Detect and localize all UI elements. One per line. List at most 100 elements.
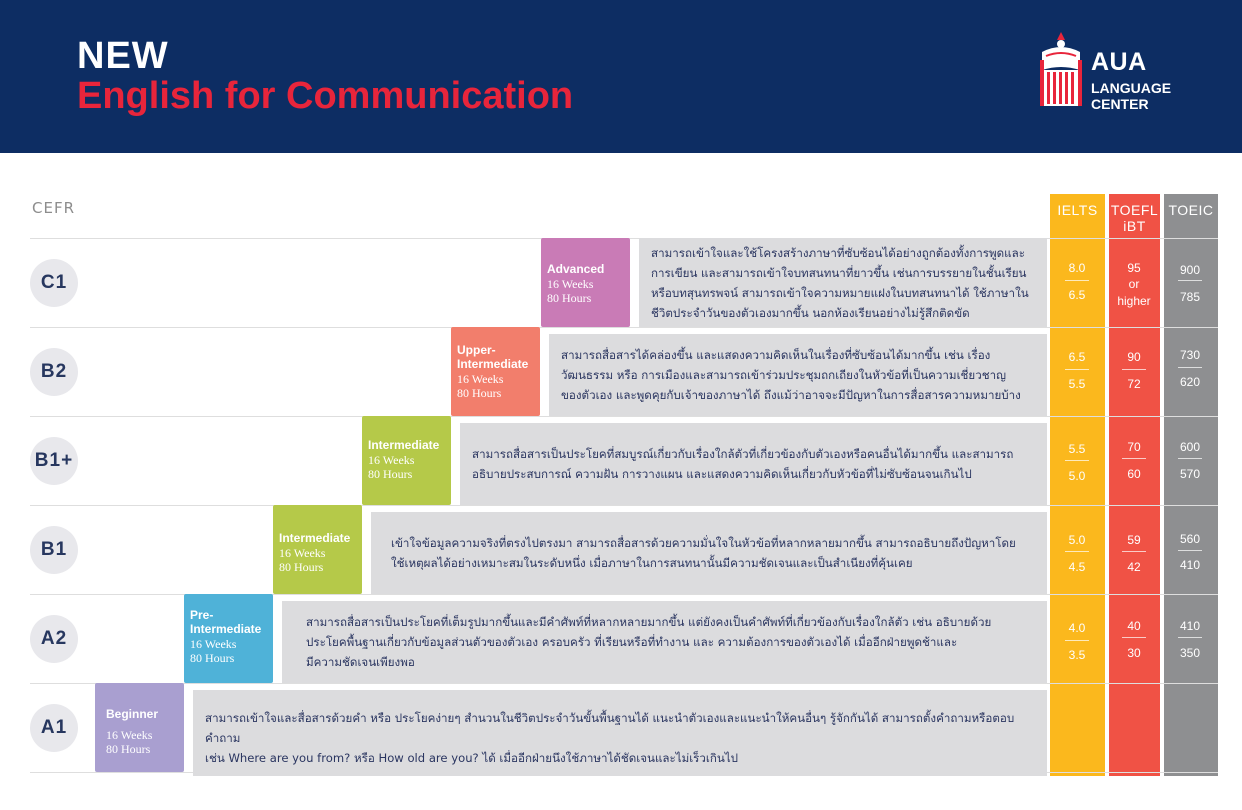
score-divider bbox=[1178, 637, 1202, 638]
score-divider bbox=[1178, 280, 1202, 281]
score-divider bbox=[1122, 369, 1146, 370]
desc-line: ประโยคพื้นฐานเกี่ยวกับข้อมูลส่วนตัวของตั… bbox=[306, 635, 958, 649]
toefl-score-or: or bbox=[1128, 277, 1140, 291]
desc-line: มีความชัดเจนเพียงพอ bbox=[306, 655, 415, 669]
course-weeks: 16 Weeks bbox=[457, 372, 504, 386]
toefl-score-high: 40 bbox=[1127, 619, 1141, 633]
crest-icon bbox=[1040, 32, 1082, 106]
desc-line: สามารถสื่อสารเป็นประโยคที่สมบูรณ์เกี่ยวก… bbox=[472, 447, 1014, 461]
toefl-score-high: 95 bbox=[1127, 261, 1141, 275]
toefl-score-low: 60 bbox=[1127, 467, 1141, 481]
desc-line: หรือบทสุนทรพจน์ สามารถเข้าใจความหมายแฝงใ… bbox=[651, 285, 1029, 300]
course-hours: 80 Hours bbox=[190, 651, 235, 665]
desc-line: สามารถสื่อสารเป็นประโยคที่เต็มรูปมากขึ้น… bbox=[306, 615, 992, 629]
toeic-score-low: 620 bbox=[1179, 375, 1201, 389]
ielts-score-low: 5.5 bbox=[1068, 377, 1086, 391]
ielts-score-low: 3.5 bbox=[1068, 648, 1086, 662]
course-name: Intermediate bbox=[368, 438, 440, 452]
cefr-level-b1: B1 bbox=[30, 526, 78, 574]
course-weeks: 16 Weeks bbox=[190, 637, 237, 651]
desc-line: การเขียน และสามารถเข้าใจบทสนทนาที่ยาวขึ้… bbox=[651, 265, 1027, 280]
ielts-score-low: 6.5 bbox=[1068, 288, 1086, 302]
score-divider bbox=[1065, 640, 1089, 641]
toefl-score-high: 59 bbox=[1127, 533, 1141, 547]
score-divider bbox=[1065, 280, 1089, 281]
toeic-score-low: 410 bbox=[1179, 558, 1201, 572]
header-banner: NEW English for Communication AUA LANGUA… bbox=[0, 0, 1242, 153]
course-pre-intermediate[interactable]: Pre-Intermediate 16 Weeks 80 Hours bbox=[184, 594, 273, 683]
course-hours: 80 Hours bbox=[457, 386, 502, 400]
toefl-score-high: 90 bbox=[1127, 350, 1141, 364]
toefl-heading-line2: iBT bbox=[1123, 218, 1146, 234]
level-description-c1: สามารถเข้าใจและใช้โครงสร้างภาษาที่ซับซ้อ… bbox=[639, 238, 1047, 327]
cefr-level-b1plus: B1+ bbox=[30, 437, 78, 485]
toefl-score-low: 42 bbox=[1127, 560, 1141, 574]
course-intermediate-b1plus[interactable]: Intermediate 16 Weeks 80 Hours bbox=[362, 416, 451, 505]
score-divider bbox=[1065, 369, 1089, 370]
logo-sub-line2: CENTER bbox=[1091, 96, 1149, 112]
cefr-level-a2: A2 bbox=[30, 615, 78, 663]
course-name: Upper-Intermediate bbox=[457, 343, 529, 371]
course-weeks: 16 Weeks bbox=[547, 277, 594, 291]
course-intermediate-b1[interactable]: Intermediate 16 Weeks 80 Hours bbox=[273, 505, 362, 594]
toefl-score-low: 30 bbox=[1127, 646, 1141, 660]
desc-line: สามารถเข้าใจและใช้โครงสร้างภาษาที่ซับซ้อ… bbox=[651, 245, 1025, 260]
toeic-score-high: 560 bbox=[1179, 532, 1201, 546]
level-description-b1: เข้าใจข้อมูลความจริงที่ตรงไปตรงมา สามารถ… bbox=[371, 512, 1047, 594]
score-divider bbox=[1178, 367, 1202, 368]
course-weeks: 16 Weeks bbox=[106, 728, 153, 742]
course-name: Intermediate bbox=[279, 531, 351, 545]
level-description-a2: สามารถสื่อสารเป็นประโยคที่เต็มรูปมากขึ้น… bbox=[282, 601, 1047, 683]
desc-line: ของตัวเอง และพูดคุยกับเจ้าของภาษาได้ ถึง… bbox=[561, 388, 1021, 402]
level-description-b1plus: สามารถสื่อสารเป็นประโยคที่สมบูรณ์เกี่ยวก… bbox=[460, 423, 1047, 505]
score-divider bbox=[1122, 458, 1146, 459]
course-beginner[interactable]: Beginner 16 Weeks 80 Hours bbox=[95, 683, 184, 772]
cefr-level-b2: B2 bbox=[30, 348, 78, 396]
toeic-heading: TOEIC bbox=[1164, 194, 1218, 238]
level-description-a1: สามารถเข้าใจและสื่อสารด้วยคำ หรือ ประโยค… bbox=[193, 690, 1047, 776]
desc-line: วัฒนธรรม หรือ การเมืองและสามารถเข้าร่วมป… bbox=[561, 368, 1006, 382]
ielts-score-high: 6.5 bbox=[1068, 350, 1086, 364]
desc-line: อธิบายประสบการณ์ ความฝัน การวางแผน และแส… bbox=[472, 467, 972, 481]
row-divider bbox=[30, 416, 1218, 417]
cefr-level-a1: A1 bbox=[30, 704, 78, 752]
toeic-score-low: 785 bbox=[1179, 290, 1201, 304]
ielts-heading: IELTS bbox=[1050, 194, 1105, 238]
toeic-score-high: 730 bbox=[1179, 348, 1201, 362]
course-upper-intermediate[interactable]: Upper-Intermediate 16 Weeks 80 Hours bbox=[451, 327, 540, 416]
ielts-score-low: 5.0 bbox=[1068, 469, 1086, 483]
desc-line: เช่น Where are you from? หรือ How old ar… bbox=[205, 751, 739, 765]
course-weeks: 16 Weeks bbox=[279, 546, 326, 560]
cefr-level-c1: C1 bbox=[30, 259, 78, 307]
course-name: Beginner bbox=[106, 707, 159, 721]
row-divider bbox=[30, 594, 1218, 595]
toefl-score-high: 70 bbox=[1127, 440, 1141, 454]
course-weeks: 16 Weeks bbox=[368, 453, 415, 467]
ielts-score-high: 5.0 bbox=[1068, 533, 1086, 547]
logo-name: AUA bbox=[1091, 48, 1147, 76]
score-divider bbox=[1122, 551, 1146, 552]
desc-line: สามารถเข้าใจและสื่อสารด้วยคำ หรือ ประโยค… bbox=[205, 711, 1015, 745]
score-divider bbox=[1122, 637, 1146, 638]
score-divider bbox=[1065, 551, 1089, 552]
ielts-score-high: 4.0 bbox=[1068, 621, 1086, 635]
cefr-heading: CEFR bbox=[32, 199, 76, 217]
toeic-score-low: 570 bbox=[1179, 467, 1201, 481]
course-hours: 80 Hours bbox=[547, 291, 592, 305]
course-advanced[interactable]: Advanced 16 Weeks 80 Hours bbox=[541, 238, 630, 327]
desc-line: ชีวิตประจำวันของตัวเองมากขึ้น นอกห้องเรี… bbox=[651, 305, 970, 320]
level-description-b2: สามารถสื่อสารได้คล่องขึ้น และแสดงความคิด… bbox=[549, 334, 1047, 416]
score-divider bbox=[1065, 460, 1089, 461]
toeic-score-low: 350 bbox=[1179, 646, 1201, 660]
toefl-score-low: 72 bbox=[1127, 377, 1141, 391]
score-divider bbox=[1178, 550, 1202, 551]
desc-line: เข้าใจข้อมูลความจริงที่ตรงไปตรงมา สามารถ… bbox=[391, 536, 1016, 550]
course-hours: 80 Hours bbox=[279, 560, 324, 574]
toeic-score-high: 410 bbox=[1179, 619, 1201, 633]
toefl-column bbox=[1109, 238, 1160, 776]
toeic-score-high: 600 bbox=[1179, 440, 1201, 454]
toefl-heading: TOEFL iBT bbox=[1109, 194, 1160, 238]
ielts-score-high: 5.5 bbox=[1068, 442, 1086, 456]
aua-logo[interactable]: AUA LANGUAGE CENTER bbox=[1036, 30, 1196, 114]
row-divider bbox=[30, 505, 1218, 506]
